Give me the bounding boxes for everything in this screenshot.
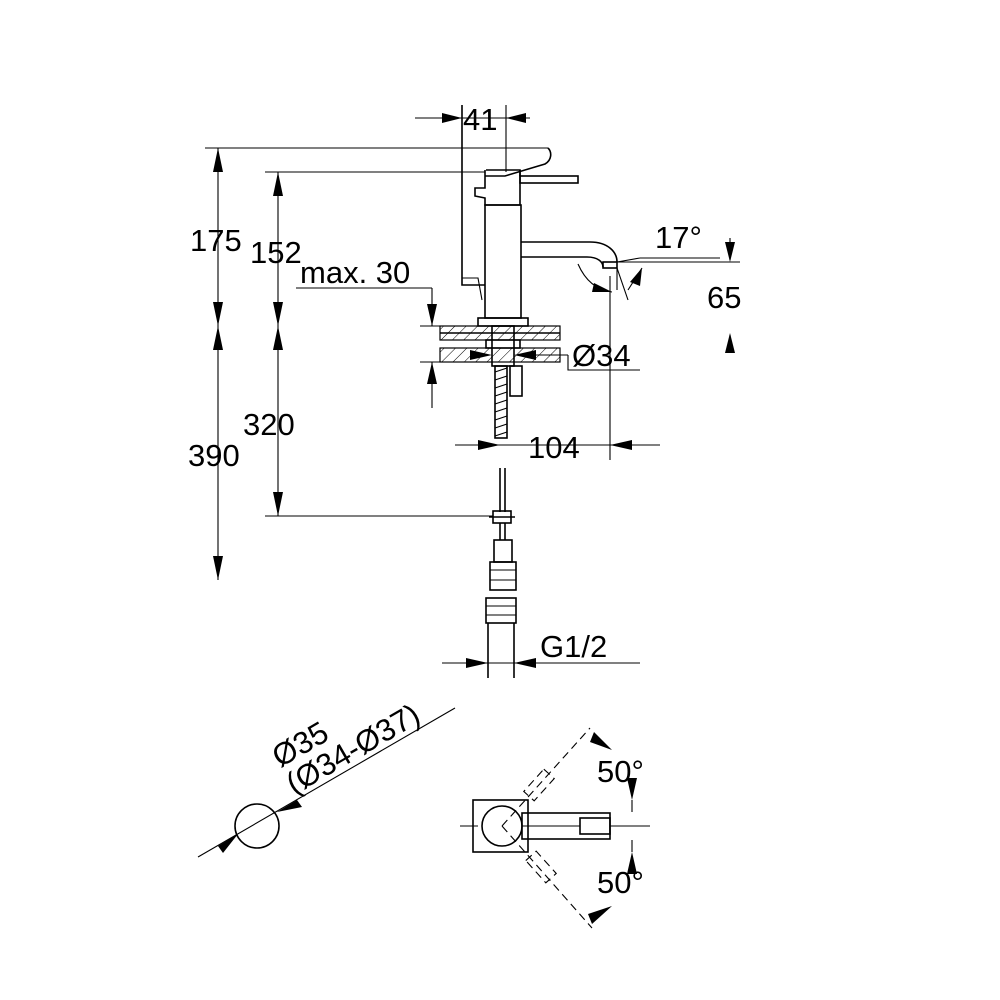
dim-hole-34: Ø34 (572, 338, 631, 373)
dim-swivel-top: 50° (597, 754, 644, 789)
dim-104: 104 (528, 430, 580, 465)
dim-390: 390 (188, 438, 240, 473)
faucet-top-view (460, 727, 650, 929)
dim-152: 152 (250, 235, 302, 270)
dim-175: 175 (190, 223, 242, 258)
hole-detail (197, 707, 456, 858)
dim-41: 41 (463, 102, 497, 137)
dim-17-degrees: 17° (655, 220, 702, 255)
dim-g12-thread: G1/2 (540, 629, 607, 664)
dim-320: 320 (243, 407, 295, 442)
dim-swivel-bottom: 50° (597, 865, 644, 900)
dim-max-30: max. 30 (300, 255, 410, 290)
dimension-lines (205, 105, 740, 668)
faucet-side-view (439, 105, 618, 678)
dimension-labels: 41 175 152 max. 30 17° 65 Ø34 320 390 10… (188, 102, 741, 900)
dim-65: 65 (707, 280, 741, 315)
thread-hatching (494, 367, 508, 437)
